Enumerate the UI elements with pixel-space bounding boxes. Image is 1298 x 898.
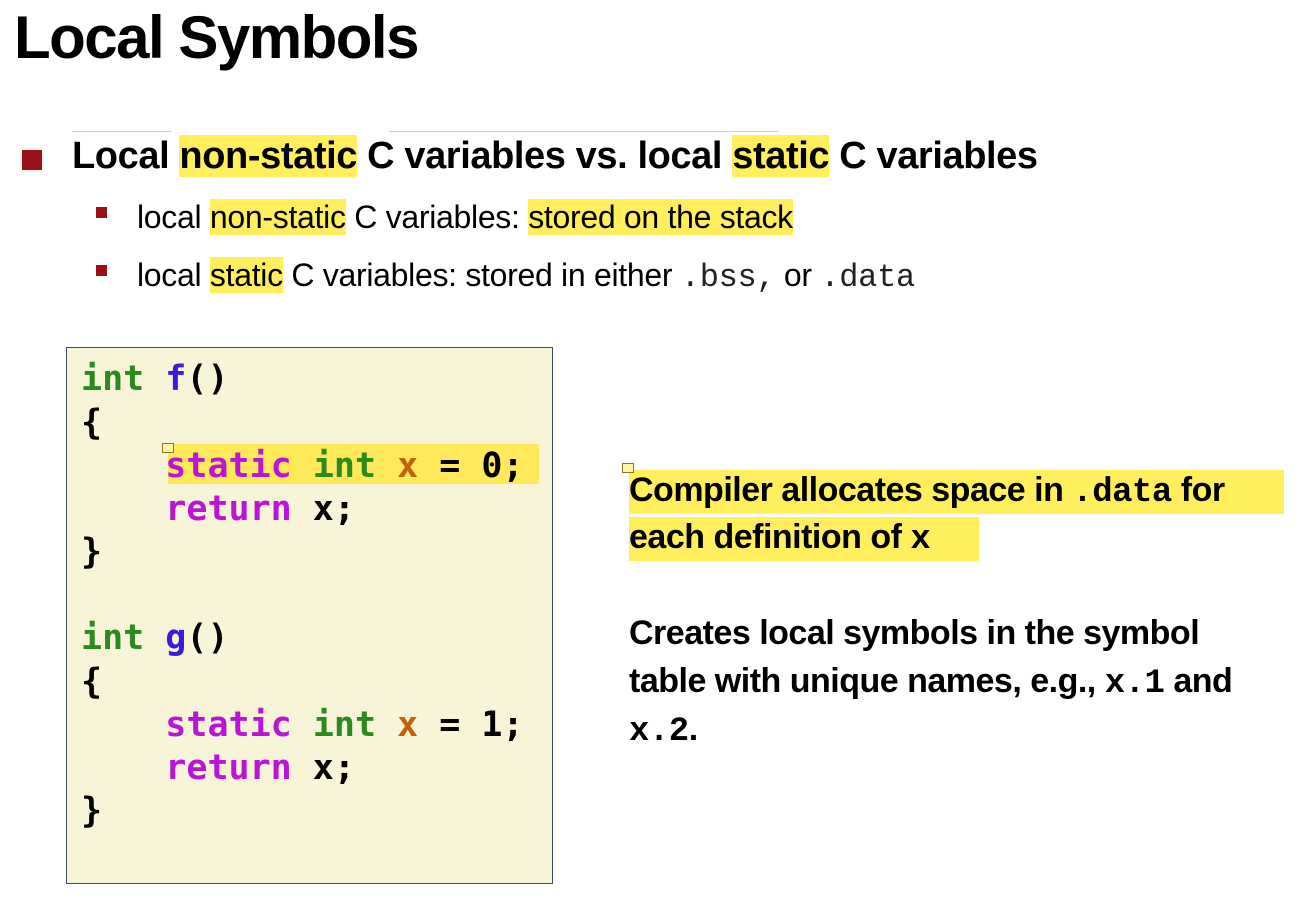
comment-marker-icon[interactable] bbox=[162, 443, 174, 453]
code-box: int f() { static int x = 0; return x; } … bbox=[66, 347, 553, 884]
note-symbols-line3: x.2. bbox=[629, 710, 698, 751]
divider bbox=[72, 131, 172, 132]
code-line: int g() bbox=[81, 618, 229, 658]
comment-marker-icon[interactable] bbox=[622, 463, 634, 473]
code-line: static int x = 0; bbox=[165, 446, 524, 486]
note-highlight bbox=[629, 470, 1284, 514]
bullet-marker bbox=[22, 150, 42, 170]
note-compiler-line2: each definition of x bbox=[629, 518, 931, 559]
note-symbols-line1: Creates local symbols in the symbol bbox=[629, 614, 1200, 652]
note-symbols-line2: table with unique names, e.g., x.1 and bbox=[629, 662, 1233, 703]
code-line: { bbox=[81, 403, 103, 443]
code-line: { bbox=[81, 662, 103, 702]
note-highlight bbox=[629, 517, 979, 561]
code-line: return x; bbox=[165, 748, 355, 788]
sub-bullet-marker bbox=[96, 207, 107, 218]
code-line: return x; bbox=[165, 489, 355, 529]
code-highlight bbox=[168, 444, 539, 484]
code-line: } bbox=[81, 791, 103, 831]
bullet-text-main: Local non-static C variables vs. local s… bbox=[72, 135, 1038, 177]
note-compiler-line1: Compiler allocates space in .data for bbox=[629, 471, 1225, 512]
code-line: int f() bbox=[81, 359, 229, 399]
code-line: static int x = 1; bbox=[165, 705, 524, 745]
slide-title: Local Symbols bbox=[14, 4, 419, 71]
sub-bullet-nonstatic: local non-static C variables: stored on … bbox=[137, 199, 793, 235]
sub-bullet-static: local static C variables: stored in eith… bbox=[137, 257, 915, 296]
code-line: } bbox=[81, 532, 103, 572]
sub-bullet-marker bbox=[96, 265, 107, 276]
divider bbox=[389, 131, 778, 132]
